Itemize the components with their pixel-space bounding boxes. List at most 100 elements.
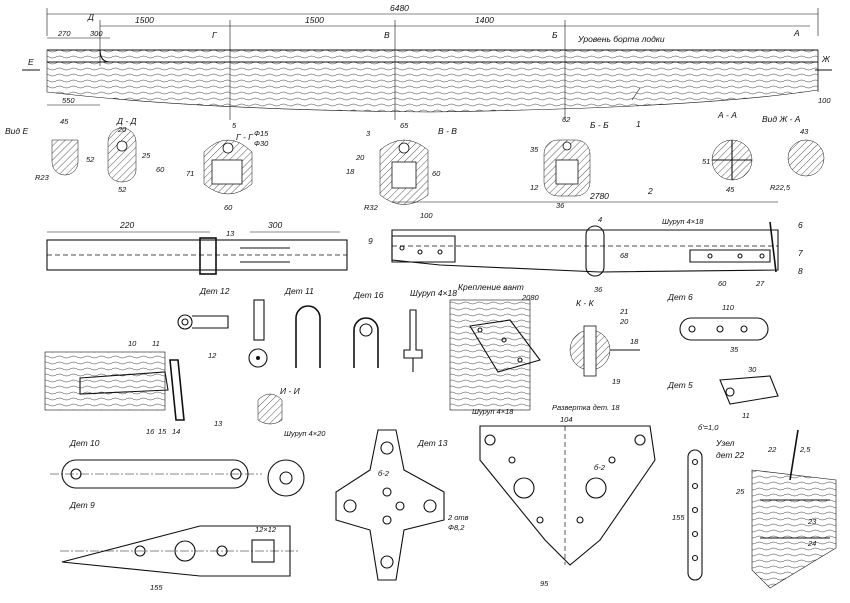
- screw-418-title: Шуруп 4×18: [410, 288, 457, 298]
- part-18a: 18: [630, 337, 639, 346]
- dim-27: 27: [755, 279, 765, 288]
- dim-r32: R32: [364, 203, 379, 212]
- dim-3: 3: [366, 129, 371, 138]
- kk-title: К - К: [576, 298, 595, 308]
- section-gg-title: Г - Г: [236, 132, 254, 142]
- part-22: 22: [767, 445, 777, 454]
- part-20: 20: [619, 317, 629, 326]
- dim-45: 45: [60, 117, 69, 126]
- section-bb-title: Б - Б: [590, 120, 609, 130]
- part-9: 9: [368, 236, 373, 246]
- part-13-mid: 13: [226, 229, 235, 238]
- part-6: 6: [798, 220, 803, 230]
- dim-45-aa: 45: [726, 185, 735, 194]
- det11-title: Дет 11: [284, 286, 314, 296]
- dim-43: 43: [800, 127, 809, 136]
- dim-100-mid: 100: [420, 211, 433, 220]
- section-dd: [107, 127, 137, 183]
- dim-71: 71: [186, 169, 194, 178]
- dim-25: 25: [141, 151, 151, 160]
- b2-det18: б-2: [594, 463, 606, 472]
- det9-title: Дет 9: [69, 500, 95, 510]
- mast-body: [46, 49, 819, 113]
- det16-title: Дет 16: [353, 290, 384, 300]
- det13-title: Дет 13: [417, 438, 448, 448]
- marker-zh: Ж: [821, 54, 831, 64]
- dim-12: 12: [530, 183, 539, 192]
- dim-phi15: Ф15: [254, 129, 269, 138]
- section-vid-zh-title: Вид Ж - А: [762, 114, 801, 124]
- screw-label: Шуруп 4×18: [662, 217, 704, 226]
- dim-11: 11: [742, 411, 750, 420]
- dim-35: 35: [530, 145, 539, 154]
- det18-development: [479, 425, 656, 566]
- dim-68: 68: [620, 251, 629, 260]
- section-dd-title: Д - Д: [116, 116, 137, 126]
- bottom-row: Дет 10 Дет 9 155 12×12 Дет 13 б-2 2 отв …: [50, 415, 837, 592]
- dim-seg-1400: 1400: [475, 15, 494, 25]
- section-vid-e: [51, 139, 79, 176]
- det-strip: [687, 449, 703, 581]
- dim-62: 62: [562, 115, 571, 124]
- details-row: Дет 12 Дет 11 Дет 16 Шуруп 4×18 Креплени…: [44, 282, 779, 438]
- dim-270: 270: [57, 29, 71, 38]
- dim-100: 100: [818, 96, 831, 105]
- level-label: Уровень борта лодки: [577, 34, 665, 44]
- part-11: 11: [152, 339, 160, 348]
- ii-title: И - И: [280, 386, 301, 396]
- dim-20: 20: [117, 125, 127, 134]
- part-8: 8: [798, 266, 803, 276]
- dim-104: 104: [560, 415, 573, 424]
- marker-a: А: [793, 28, 800, 38]
- dim-5: 5: [232, 121, 237, 130]
- dim-300: 300: [90, 29, 103, 38]
- dim-60-mid: 60: [718, 279, 727, 288]
- dim-220: 220: [119, 220, 134, 230]
- part-19: 19: [612, 377, 621, 386]
- part-10: 10: [128, 339, 137, 348]
- dim-95: 95: [540, 579, 549, 588]
- dim-20-vv: 20: [355, 153, 365, 162]
- middle-row: 220 300 13 2780 100 4 Шуруп 4×18 68 36 6…: [46, 186, 803, 294]
- fix-vant-title: Крепление вант: [458, 282, 524, 292]
- dim-60-gg: 60: [224, 203, 233, 212]
- d82: Ф8,2: [448, 523, 465, 532]
- det10-title: Дет 10: [69, 438, 100, 448]
- dim-r23: R23: [35, 173, 50, 182]
- dim-60-dd: 60: [156, 165, 165, 174]
- dim-300-mid: 300: [268, 220, 282, 230]
- part-25: 25: [735, 487, 745, 496]
- part-24: 24: [807, 539, 816, 548]
- marker-d: Д: [87, 12, 94, 22]
- dim-r22: R22,5: [770, 183, 791, 192]
- part-21: 21: [619, 307, 628, 316]
- part-7: 7: [798, 248, 803, 258]
- det12-title: Дет 12: [199, 286, 230, 296]
- det22-title: дет 22: [716, 450, 744, 460]
- dim-2-5: 2,5: [799, 445, 811, 454]
- dim-2080: 2080: [521, 293, 540, 302]
- dim-12x12: 12×12: [255, 525, 277, 534]
- marker-g: Г: [212, 30, 218, 40]
- dim-60-vv: 60: [432, 169, 441, 178]
- d2otv: 2 отв: [447, 513, 469, 522]
- dim-52: 52: [86, 155, 95, 164]
- dim-36: 36: [556, 201, 565, 210]
- dim-110: 110: [722, 303, 735, 312]
- marker-e: Е: [28, 57, 34, 67]
- dim-phi30: Ф30: [254, 139, 269, 148]
- part-1: 1: [636, 119, 641, 129]
- det6-title: Дет 6: [667, 292, 693, 302]
- dim-30-det5: 30: [748, 365, 757, 374]
- screw-418b: Шуруп 4×18: [472, 407, 514, 416]
- section-vv-title: В - В: [438, 126, 457, 136]
- left-assembly: [44, 351, 166, 411]
- dim-2780: 2780: [589, 191, 609, 201]
- razv18-title: Развертка дет. 18: [552, 403, 620, 412]
- marker-b: Б: [552, 30, 558, 40]
- dim-155-det9: 155: [150, 583, 163, 592]
- b2-det13: б-2: [378, 469, 390, 478]
- dim-seg-1500a: 1500: [135, 15, 154, 25]
